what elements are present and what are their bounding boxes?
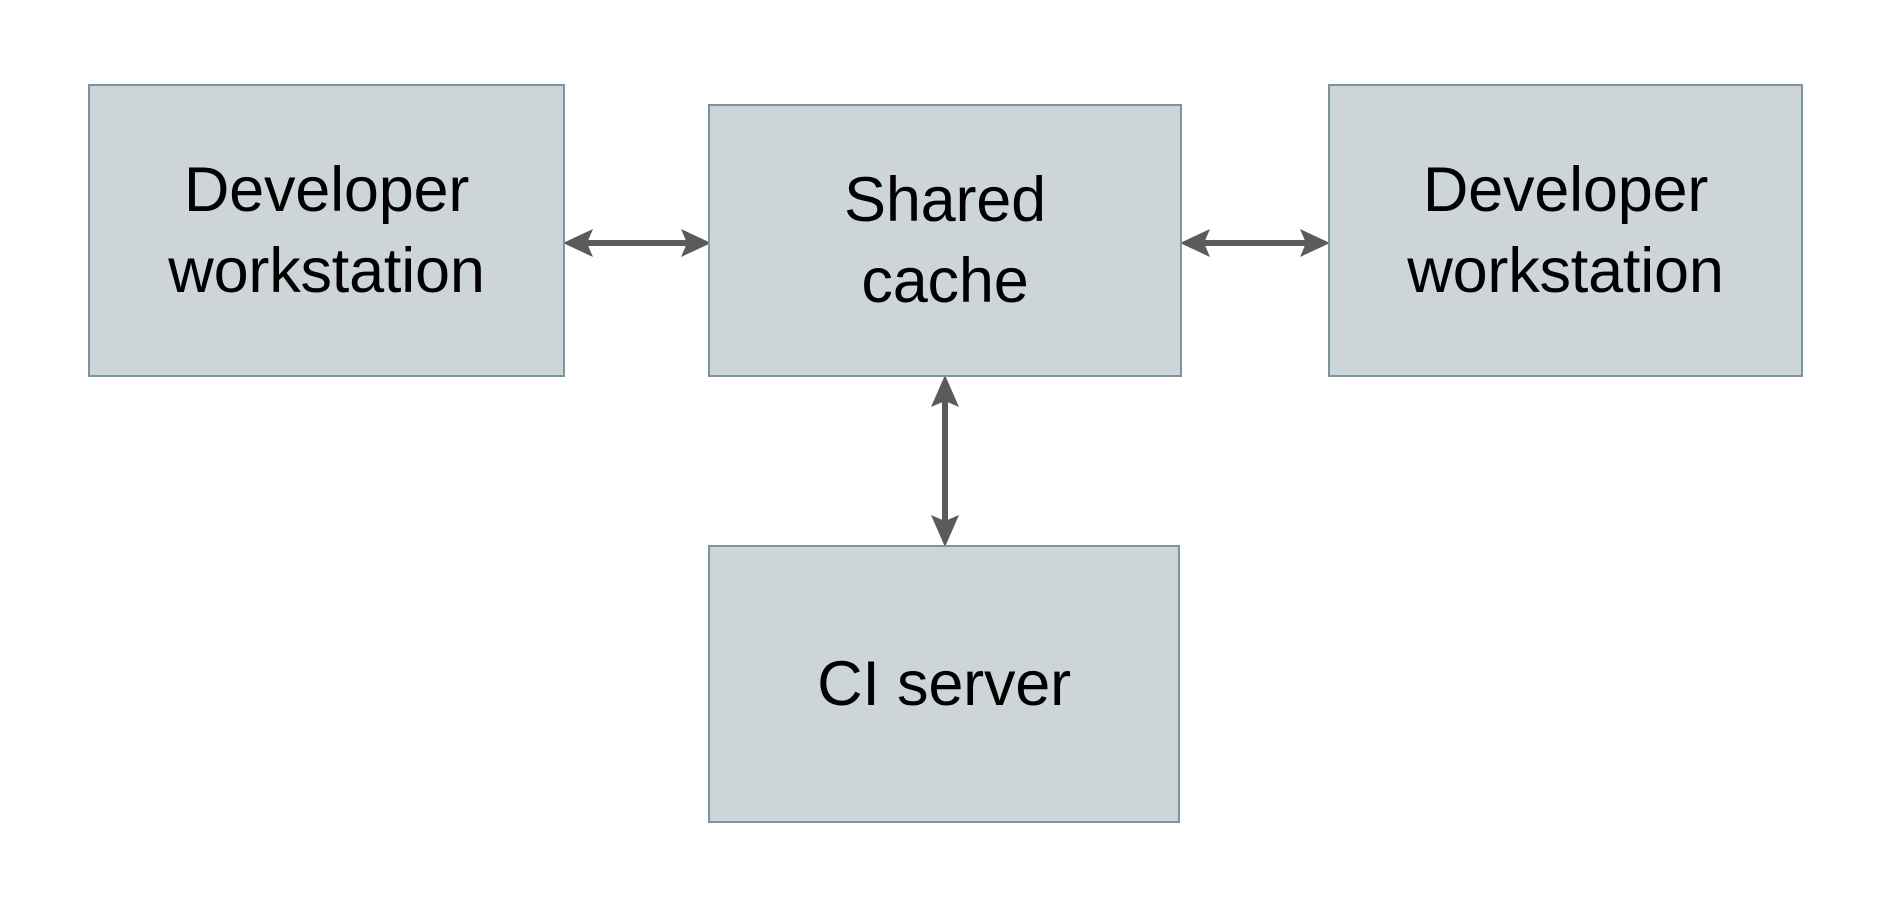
node-developer-workstation-left[interactable]: Developer workstation xyxy=(88,84,565,377)
node-label: Shared cache xyxy=(844,164,1046,316)
node-label: Developer workstation xyxy=(1407,154,1724,306)
edge-cache-to-right xyxy=(1180,229,1330,257)
node-label: Developer workstation xyxy=(168,154,485,306)
edge-left-to-cache xyxy=(563,229,711,257)
node-shared-cache[interactable]: Shared cache xyxy=(708,104,1182,377)
edge-cache-to-ci xyxy=(931,375,959,547)
node-ci-server[interactable]: CI server xyxy=(708,545,1180,823)
node-developer-workstation-right[interactable]: Developer workstation xyxy=(1328,84,1803,377)
node-label: CI server xyxy=(817,648,1071,719)
